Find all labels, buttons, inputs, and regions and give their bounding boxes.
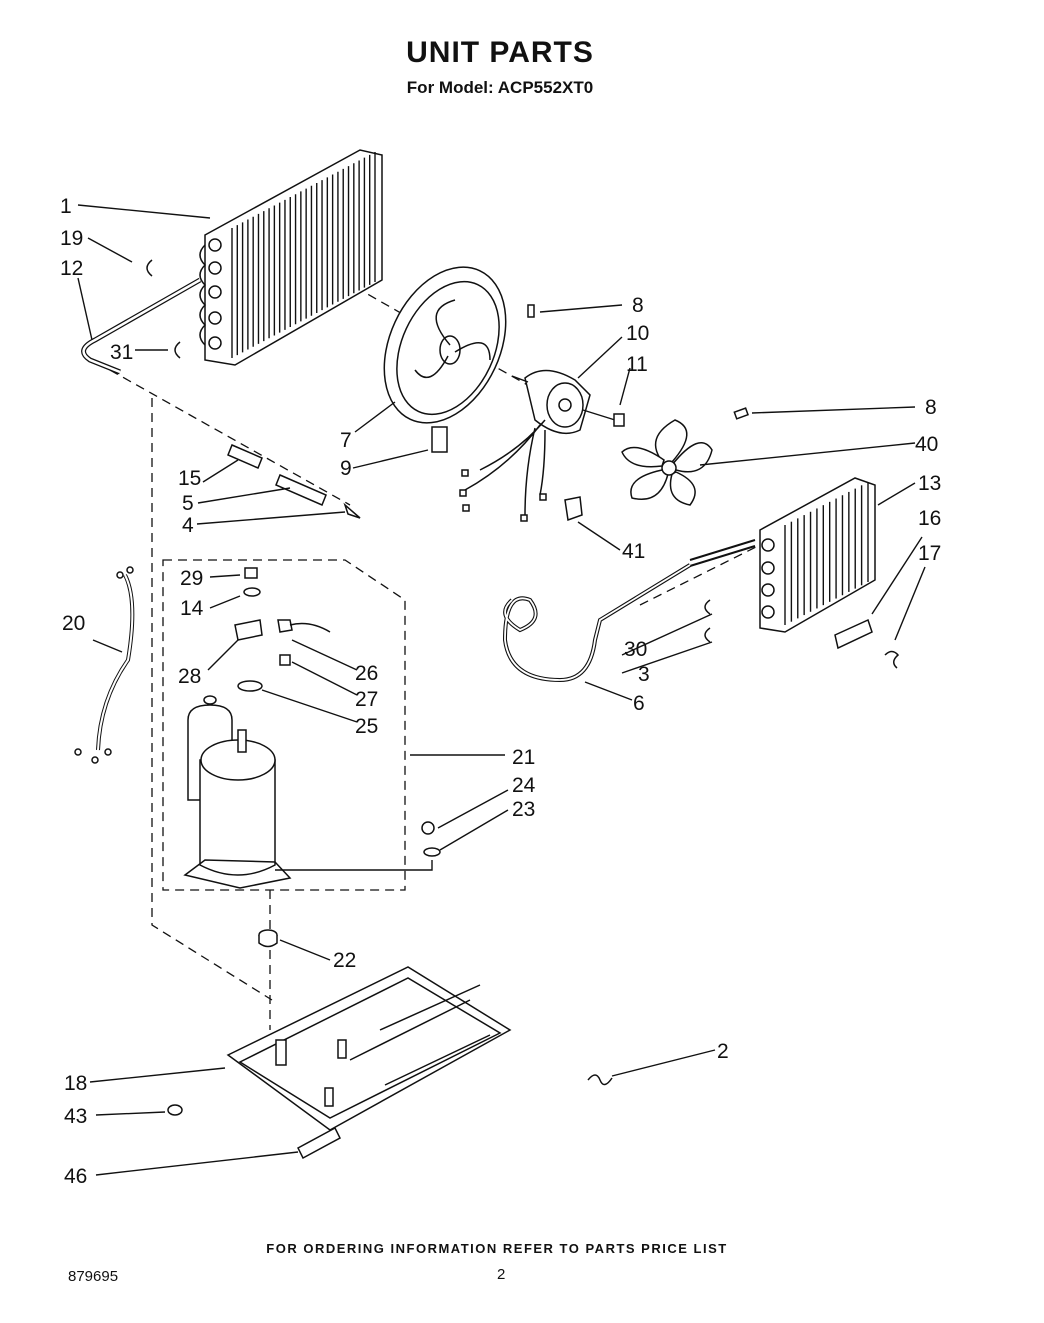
heater-16 <box>834 618 873 650</box>
callout-31: 31 <box>110 341 133 364</box>
clip-3 <box>704 627 711 643</box>
power-cord <box>74 566 135 764</box>
callout-16: 16 <box>918 507 941 530</box>
callout-30: 30 <box>624 638 647 661</box>
callout-24: 24 <box>512 774 536 797</box>
page-title: UNIT PARTS <box>406 36 594 69</box>
evaporator-coil <box>689 477 876 633</box>
callout-27: 27 <box>355 688 378 711</box>
spring-2 <box>587 1074 613 1086</box>
callout-14: 14 <box>180 597 204 620</box>
callout-18: 18 <box>64 1072 87 1095</box>
document-number: 879695 <box>68 1268 119 1285</box>
callout-28: 28 <box>178 665 201 688</box>
condenser-coil <box>199 149 383 366</box>
screw-8-top <box>527 304 535 318</box>
compressor-assembly <box>183 567 441 889</box>
grommet-22 <box>258 929 278 948</box>
callout-21: 21 <box>512 746 535 769</box>
clip-9 <box>431 426 448 453</box>
callout-6: 6 <box>633 692 645 715</box>
callout-22: 22 <box>333 949 356 972</box>
callout-11: 11 <box>626 353 648 376</box>
fan-motor <box>459 369 616 522</box>
callout-41: 41 <box>622 540 645 563</box>
tube-12 <box>81 277 202 375</box>
screw-8-right <box>733 407 749 420</box>
callout-12: 12 <box>60 257 83 280</box>
callout-46: 46 <box>64 1165 87 1188</box>
callout-17: 17 <box>918 542 941 565</box>
fan-blade <box>621 419 713 506</box>
callout-3: 3 <box>638 663 650 686</box>
callout-25: 25 <box>355 715 378 738</box>
callout-8-top: 8 <box>632 294 644 317</box>
clip-41 <box>564 496 583 522</box>
callout-1: 1 <box>60 195 72 218</box>
clip-31 <box>174 341 181 359</box>
ordering-note: FOR ORDERING INFORMATION REFER TO PARTS … <box>266 1241 728 1256</box>
callout-15: 15 <box>178 467 201 490</box>
callout-20: 20 <box>62 612 85 635</box>
base-pan <box>167 966 512 1160</box>
sensor-assembly <box>227 444 361 519</box>
bracket-46 <box>297 1126 341 1160</box>
page-number: 2 <box>497 1266 506 1283</box>
callout-8-right: 8 <box>925 396 937 419</box>
callout-numbers: 1 19 12 31 8 10 11 8 40 7 9 15 5 4 13 16… <box>60 195 941 1188</box>
fan-shroud <box>383 266 507 424</box>
callout-10: 10 <box>626 322 649 345</box>
callout-7: 7 <box>340 429 352 452</box>
callout-23: 23 <box>512 798 535 821</box>
clip-19 <box>146 259 153 277</box>
callout-5: 5 <box>182 492 194 515</box>
callout-29: 29 <box>180 567 203 590</box>
spring-17 <box>884 650 900 669</box>
model-subtitle: For Model: ACP552XT0 <box>406 78 594 97</box>
callout-leaders <box>77 204 926 1176</box>
screw-43 <box>167 1104 183 1116</box>
nut-11 <box>613 413 625 427</box>
callout-4: 4 <box>182 514 194 537</box>
callout-40: 40 <box>915 433 938 456</box>
clip-30 <box>704 599 711 615</box>
callout-43: 43 <box>64 1105 87 1128</box>
callout-26: 26 <box>355 662 378 685</box>
callout-13: 13 <box>918 472 941 495</box>
callout-2: 2 <box>717 1040 729 1063</box>
callout-9: 9 <box>340 457 352 480</box>
callout-19: 19 <box>60 227 83 250</box>
